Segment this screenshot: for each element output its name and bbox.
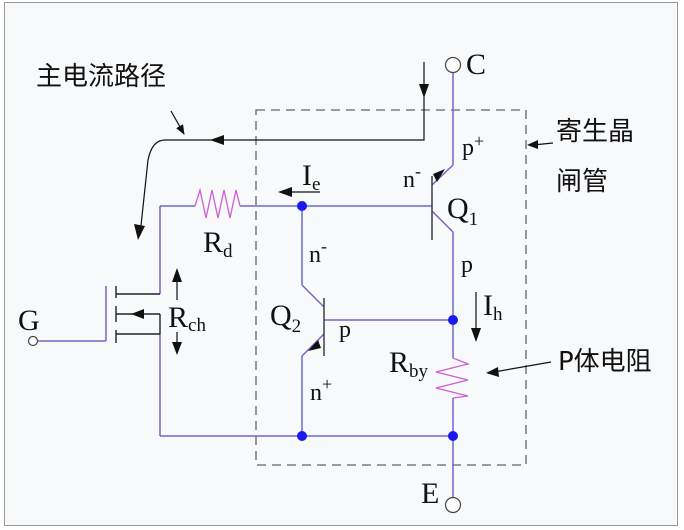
node-q2-base <box>448 315 458 325</box>
rby-label: Rby <box>389 346 429 382</box>
ih-arrow-icon <box>471 328 481 342</box>
mosfet-body-arrow-icon <box>131 309 144 319</box>
q1-label: Q1 <box>447 192 478 230</box>
main-current-arrow-end-icon <box>134 224 145 240</box>
emitter-label: E <box>421 477 439 510</box>
diagram-frame <box>4 2 678 526</box>
gate-terminal[interactable] <box>27 335 39 347</box>
parasitic-thyristor-box <box>255 109 527 466</box>
region-n-minus-q1: n- <box>403 161 421 193</box>
q2-emitter-arrow-icon <box>308 340 321 351</box>
ie-arrow-icon <box>278 187 292 197</box>
rd-label: Rd <box>203 226 233 262</box>
main-current-path-label: 主电流路径 <box>36 62 166 92</box>
region-n-plus: n+ <box>310 374 332 406</box>
emitter-terminal[interactable] <box>444 496 462 514</box>
ie-label: Ie <box>302 159 320 195</box>
p-body-resistor-label: P体电阻 <box>558 347 652 377</box>
rd-resistor <box>194 187 241 219</box>
junction-nodes <box>297 201 458 441</box>
thyristor-pointer-icon <box>527 140 538 149</box>
rch-arrow-up-icon <box>172 268 182 282</box>
region-n-minus-q2: n- <box>309 236 327 268</box>
main-current-arrow-down-icon <box>419 84 429 98</box>
parasitic-thyristor-label-2: 闸管 <box>556 167 608 197</box>
circuit-wires <box>37 73 454 497</box>
collector-terminal[interactable] <box>444 56 462 74</box>
rch-arrow-down-icon <box>172 342 182 355</box>
node-emitter-rail <box>448 431 458 441</box>
parasitic-thyristor-label-1: 寄生晶 <box>556 117 634 147</box>
gate-label: G <box>18 304 40 337</box>
pbody-pointer-line <box>493 361 552 373</box>
ih-label: Ih <box>483 289 503 325</box>
region-p-q2: p <box>339 317 351 343</box>
region-p-plus: p+ <box>462 131 484 161</box>
mosfet <box>115 286 161 343</box>
rch-label: Rch <box>168 301 206 336</box>
main-current-pointer <box>170 110 185 135</box>
q1-emitter-arrow-icon <box>433 169 445 182</box>
collector-label: C <box>466 48 486 81</box>
pbody-pointer-icon <box>486 367 499 377</box>
node-q2-emitter <box>297 431 307 441</box>
main-current-arrow-left-icon <box>210 135 224 145</box>
rby-resistor <box>435 357 471 399</box>
region-p-q1: p <box>461 252 473 278</box>
q2-label: Q2 <box>270 299 301 337</box>
main-current-path <box>139 62 425 236</box>
node-ie <box>297 201 307 211</box>
